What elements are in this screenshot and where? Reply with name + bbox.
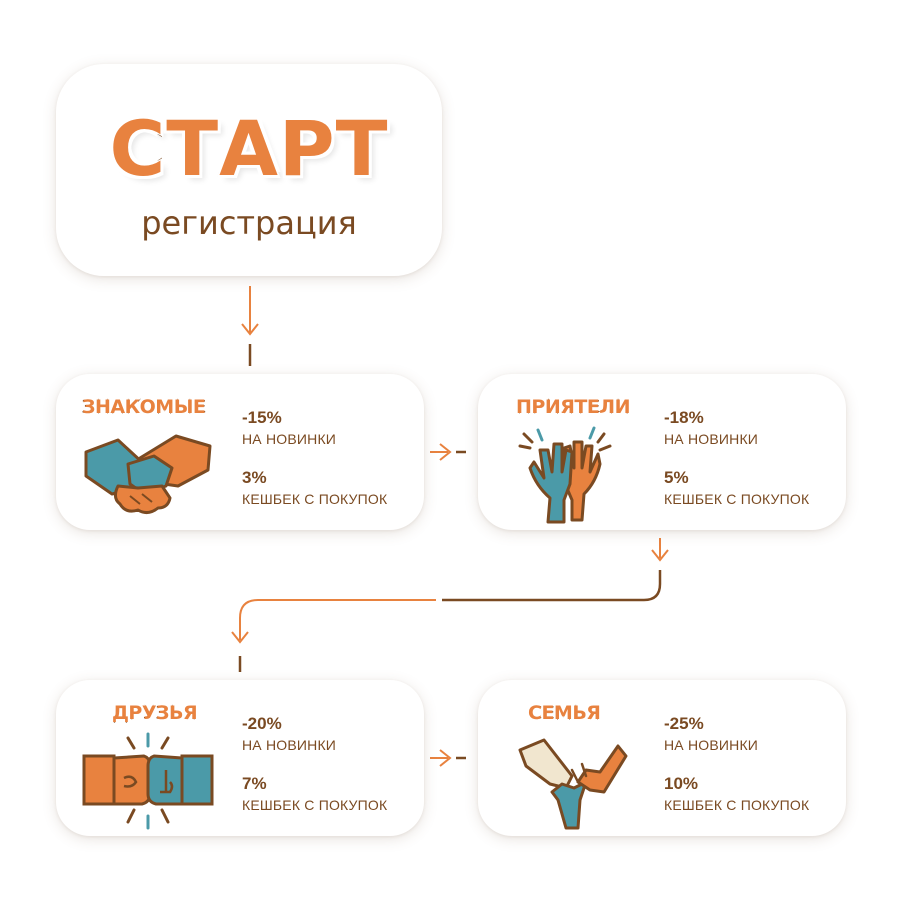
handshake-icon <box>84 434 212 515</box>
cashback-block: 10% КЕШБЕК С ПОКУПОК <box>664 774 809 813</box>
discount-block: -15% НА НОВИНКИ <box>242 408 336 447</box>
level-card-druzya: ДРУЗЬЯ -20% НА НОВИНКИ 7% КЕШБЕК С ПОКУП… <box>56 680 424 836</box>
start-subtitle: регистрация <box>141 204 357 242</box>
level-name: СЕМЬЯ <box>527 701 601 724</box>
cashback-block: 7% КЕШБЕК С ПОКУПОК <box>242 774 387 813</box>
cashback-value: 5% <box>664 468 689 487</box>
cashback-value: 3% <box>242 468 267 487</box>
cashback-value: 10% <box>664 774 699 793</box>
cashback-label: КЕШБЕК С ПОКУПОК <box>664 491 810 507</box>
cashback-value: 7% <box>242 774 267 793</box>
connector-znakomye-to-priyateli <box>430 443 466 461</box>
cashback-label: КЕШБЕК С ПОКУПОК <box>664 797 810 813</box>
cashback-label: КЕШБЕК С ПОКУПОК <box>242 797 388 813</box>
level-card-semya: СЕМЬЯ -25% НА НОВИНКИ 10% КЕШБЕК С ПОКУП… <box>478 680 846 836</box>
level-name: ЗНАКОМЫЕ <box>81 395 206 418</box>
discount-value: -15% <box>242 408 282 427</box>
discount-value: -18% <box>664 408 704 427</box>
discount-label: НА НОВИНКИ <box>242 737 337 753</box>
cashback-block: 5% КЕШБЕК С ПОКУПОК <box>664 468 809 507</box>
level-name: ПРИЯТЕЛИ <box>515 395 631 418</box>
discount-block: -18% НА НОВИНКИ <box>664 408 758 447</box>
level-card-priyateli: ПРИЯТЕЛИ -18% НА НОВИНКИ 5% КЕШБЕК С ПОК… <box>478 374 846 530</box>
connector-druzya-to-semya <box>430 749 466 767</box>
start-card: СТАРТ регистрация <box>56 64 442 276</box>
discount-value: -25% <box>664 714 704 733</box>
start-title: СТАРТ <box>108 103 389 195</box>
discount-label: НА НОВИНКИ <box>664 431 759 447</box>
high-five-icon <box>518 426 612 524</box>
level-name: ДРУЗЬЯ <box>111 701 198 724</box>
level-card-znakomye: ЗНАКОМЫЕ -15% НА НОВИНКИ 3% КЕШБЕК С ПОК… <box>56 374 424 530</box>
fist-bump-icon <box>82 732 214 830</box>
discount-block: -20% НА НОВИНКИ <box>242 714 336 753</box>
stacked-hands-icon <box>518 738 628 830</box>
cashback-label: КЕШБЕК С ПОКУПОК <box>242 491 388 507</box>
connector-start-to-znakomye <box>241 286 259 366</box>
discount-label: НА НОВИНКИ <box>664 737 759 753</box>
discount-value: -20% <box>242 714 282 733</box>
discount-block: -25% НА НОВИНКИ <box>664 714 758 753</box>
cashback-block: 3% КЕШБЕК С ПОКУПОК <box>242 468 387 507</box>
connector-priyateli-to-druzya <box>231 538 669 672</box>
discount-label: НА НОВИНКИ <box>242 431 337 447</box>
